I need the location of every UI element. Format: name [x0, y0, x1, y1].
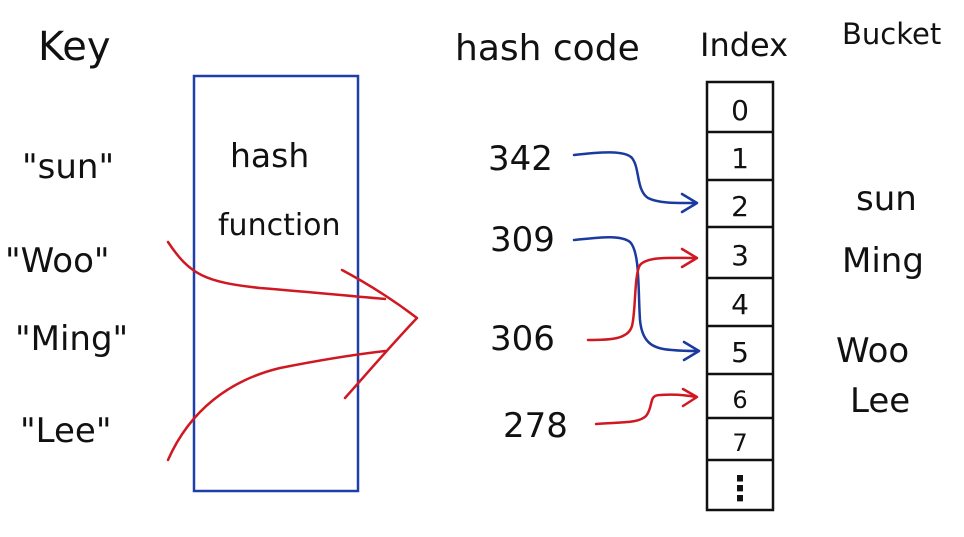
header-index: Index: [700, 26, 788, 64]
arrow-278-to-6: [594, 393, 698, 426]
arrowhead-306: [680, 247, 699, 269]
bucket-woo: Woo: [836, 331, 909, 371]
hash-code-278: 278: [503, 406, 568, 446]
index-table-frame: [705, 80, 775, 512]
index-3: 3: [731, 239, 749, 272]
funnel-arrowhead: [340, 268, 419, 400]
header-key: Key: [38, 24, 111, 70]
arrow-309-to-5: [572, 236, 700, 353]
index-7: 7: [732, 429, 747, 457]
key-ming: "Ming": [15, 319, 128, 359]
header-hash-code: hash code: [455, 28, 640, 69]
hash-function-box: [192, 74, 360, 493]
index-6: 6: [732, 386, 747, 414]
hash-function-label-line1: hash: [230, 136, 309, 175]
index-0: 0: [731, 94, 749, 127]
hash-function-label-line2: function: [218, 208, 341, 243]
key-lee: "Lee": [20, 411, 111, 451]
bucket-sun: sun: [856, 179, 917, 219]
arrowhead-278: [681, 387, 699, 408]
curve-woo: [166, 240, 387, 301]
arrow-306-to-3: [586, 256, 698, 342]
hash-code-309: 309: [490, 220, 555, 260]
bucket-ming: Ming: [842, 241, 924, 281]
index-5: 5: [731, 336, 749, 369]
arrow-342-to-2: [572, 151, 698, 205]
hash-code-306: 306: [490, 319, 555, 359]
bucket-lee: Lee: [850, 381, 910, 421]
header-bucket: Bucket: [842, 17, 941, 51]
index-table: 0 1 2 3 4 5 6 7 ⋮: [705, 80, 775, 512]
index-4: 4: [731, 288, 749, 321]
key-woo: "Woo": [5, 241, 110, 281]
index-2: 2: [731, 190, 749, 223]
arrowhead-309: [682, 340, 701, 362]
index-more: ⋮: [723, 469, 757, 509]
key-sun: "sun": [22, 147, 114, 187]
index-1: 1: [731, 142, 749, 175]
arrowhead-342: [680, 192, 699, 214]
hash-code-342: 342: [488, 139, 553, 179]
curve-lee: [166, 349, 387, 462]
